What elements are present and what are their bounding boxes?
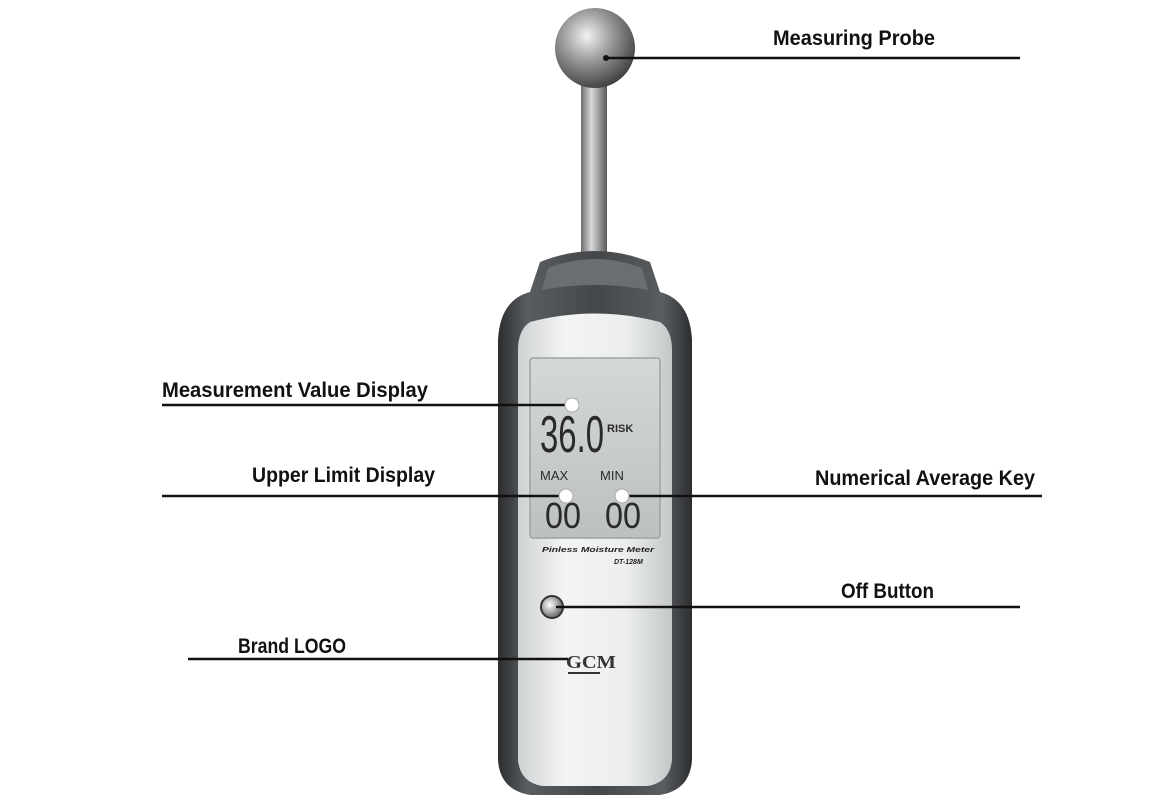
- brand-logo: GCM: [566, 652, 616, 672]
- lcd-main-reading: 36.0: [540, 406, 604, 464]
- lcd-min-label: MIN: [600, 468, 624, 483]
- lcd-max-label: MAX: [540, 468, 569, 483]
- model-number: DT-128M: [614, 559, 643, 566]
- device-collar: [542, 259, 648, 290]
- marker-measuring-probe: [603, 55, 609, 61]
- marker-upper-limit: [558, 488, 574, 504]
- marker-measurement-value: [564, 397, 580, 413]
- lcd-main-unit: RISK: [607, 423, 633, 435]
- label-measurement-value-display: Measurement Value Display: [162, 379, 428, 402]
- probe-ball: [555, 8, 635, 88]
- label-measuring-probe: Measuring Probe: [773, 27, 935, 50]
- label-upper-limit-display: Upper Limit Display: [252, 464, 435, 487]
- model-name: Pinless Moisture Meter: [542, 545, 655, 554]
- probe-rod: [581, 80, 607, 275]
- label-off-button: Off Button: [841, 580, 934, 603]
- label-numerical-average-key: Numerical Average Key: [815, 467, 1035, 490]
- label-brand-logo: Brand LOGO: [238, 635, 346, 658]
- marker-numerical-average: [614, 488, 630, 504]
